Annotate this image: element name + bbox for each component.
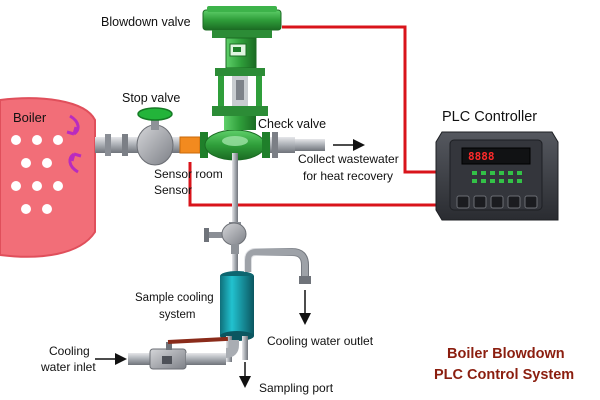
inlet-valve[interactable] [128,336,239,370]
plc-display [461,147,531,165]
plc-button-2[interactable] [473,195,487,209]
circulation-arrows-icon [66,114,82,174]
plc-button-5[interactable] [524,195,538,209]
plc-buttons[interactable] [456,195,538,209]
cooling-water-inlet-label-2: water inlet [40,360,96,374]
heat-recovery-label: for heat recovery [303,169,393,183]
collect-wastewater-label: Collect wastewater [298,152,399,166]
plc-button-4[interactable] [507,195,521,209]
boiler-label: Boiler [13,110,47,125]
boiler: Boiler [0,97,96,258]
stop-valve-handwheel-icon[interactable] [137,107,173,121]
sensor-room-label: Sensor room [154,167,223,181]
plc-controller-label: PLC Controller [442,109,537,125]
sampling-port-label: Sampling port [259,381,334,395]
plc-controller[interactable]: PLC Controller 8888 [435,109,559,221]
signal-wire-valve [282,25,445,174]
outflow-arrow: Collect wastewater for heat recovery [298,139,399,183]
sample-cooling-label-1: Sample cooling [135,292,214,304]
sample-cooler: Sample cooling system [135,248,311,362]
cooling-water-inlet-label-1: Cooling [49,344,90,358]
stop-valve-label: Stop valve [122,91,180,105]
blowdown-valve-label: Blowdown valve [101,15,191,29]
check-valve[interactable]: Check valve [200,117,326,161]
blowdown-valve[interactable]: Blowdown valve [101,6,282,130]
sampling-port: Sampling port [239,362,334,395]
diagram-title: Boiler Blowdown PLC Control System [434,346,574,383]
boiler-tubes [11,135,63,214]
sensor-labels: Sensor room Sensor [154,167,223,197]
sensor-room [179,136,201,154]
inlet-valve-handle-icon[interactable] [167,336,229,344]
main-pipe [95,132,325,158]
sensor-label: Sensor [154,183,192,197]
cooling-water-outlet: Cooling water outlet [267,290,374,348]
plc-button-3[interactable] [490,195,504,209]
title-line-1: Boiler Blowdown [447,346,565,362]
title-line-2: PLC Control System [434,367,574,383]
sample-valve[interactable] [204,222,247,254]
sample-cooling-label-2: system [159,309,195,321]
plc-indicator-leds [472,171,522,183]
plc-display-value: 8888 [468,150,495,163]
plc-button-1[interactable] [456,195,470,209]
check-valve-label: Check valve [258,117,326,131]
cooling-water-outlet-label: Cooling water outlet [267,334,374,348]
cooling-water-inlet: Cooling water inlet [40,344,127,374]
sampling-line [229,153,241,228]
stop-valve[interactable]: Stop valve [122,91,180,166]
